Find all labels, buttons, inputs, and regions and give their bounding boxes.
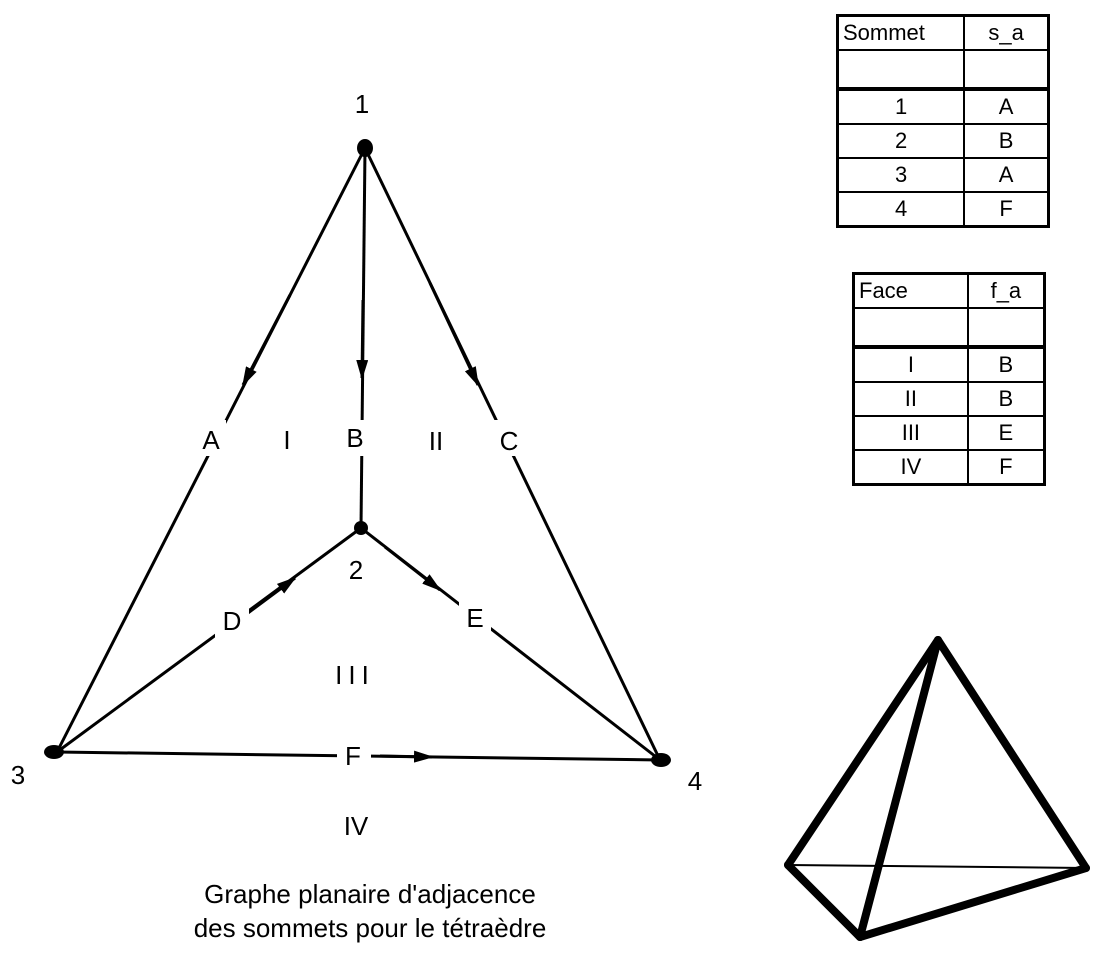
edge-b-arrow xyxy=(356,299,369,380)
edge-f-arrow xyxy=(379,750,434,763)
face-id-cell: I xyxy=(852,345,969,383)
face-table-header-face: Face xyxy=(852,272,969,309)
tetra-edge-apex-left xyxy=(784,636,942,869)
vertex-2-dot xyxy=(354,521,368,535)
edge-label-c: C xyxy=(500,426,519,456)
vertex-edge-cell: A xyxy=(963,157,1050,193)
vertex-label-2: 2 xyxy=(349,555,363,585)
tetra-back-edge xyxy=(787,864,1087,869)
edge-a-arrow xyxy=(241,294,292,387)
tetra-edge-apex-front xyxy=(856,636,942,941)
vertex-id-cell: 4 xyxy=(836,191,966,228)
edge-label-d: D xyxy=(223,606,242,636)
vertex-table-header-sommet: Sommet xyxy=(836,14,966,51)
edge-c-arrow xyxy=(428,282,480,387)
tetra-edge-front-right xyxy=(856,864,1090,941)
edge-a-label-gap xyxy=(196,420,226,456)
face-table-header: Face f_a xyxy=(852,272,1046,309)
vertex-table-header: Sommet s_a xyxy=(836,14,1050,51)
vertex-label-3: 3 xyxy=(11,760,25,790)
face-label-i: I xyxy=(283,425,290,455)
vertex-id-cell: 1 xyxy=(836,87,966,125)
vertex-table-header-sa: s_a xyxy=(963,14,1050,51)
edge-label-e: E xyxy=(466,603,483,633)
face-label-iv: IV xyxy=(344,811,369,841)
table-row: I B xyxy=(852,345,1046,383)
vertex-edge-cell: B xyxy=(963,123,1050,159)
vertex-3-dot xyxy=(44,745,64,759)
vertex-table-blank-cell xyxy=(836,49,966,90)
face-edge-cell: B xyxy=(966,381,1046,417)
table-row: IV F xyxy=(852,449,1046,486)
face-label-ii: II xyxy=(429,426,443,456)
vertex-label-4: 4 xyxy=(688,766,702,796)
table-row: III E xyxy=(852,415,1046,451)
vertex-id-cell: 2 xyxy=(836,123,966,159)
vertex-edge-cell: A xyxy=(963,87,1050,125)
edge-b-label-gap xyxy=(341,420,371,456)
vertex-table-blank-row xyxy=(836,49,1050,90)
vertex-1-dot xyxy=(357,139,373,157)
tetra-edge-apex-right xyxy=(934,636,1090,872)
vertex-table-blank-cell xyxy=(963,49,1050,90)
table-row: 3 A xyxy=(836,157,1050,193)
edge-label-f: F xyxy=(345,741,361,771)
vertex-4-dot xyxy=(651,753,671,767)
caption-line-2: des sommets pour le tétraèdre xyxy=(193,913,547,943)
vertex-edge-cell: F xyxy=(963,191,1050,228)
tetrahedron-drawing xyxy=(784,636,1090,941)
table-row: II B xyxy=(852,381,1046,417)
vertex-table: Sommet s_a 1 A 2 B 3 A 4 F xyxy=(836,14,1050,228)
face-table-blank-cell xyxy=(966,307,1046,348)
face-table-blank-cell xyxy=(852,307,969,348)
edge-d-line xyxy=(56,526,362,754)
vertex-label-1: 1 xyxy=(355,89,369,119)
edge-f-label-gap xyxy=(337,738,371,774)
edge-e-label-gap xyxy=(459,600,491,636)
face-id-cell: IV xyxy=(852,449,969,486)
face-edge-cell: E xyxy=(966,415,1046,451)
face-id-cell: II xyxy=(852,381,969,417)
face-id-cell: III xyxy=(852,415,969,451)
face-edge-cell: F xyxy=(966,449,1046,486)
face-table-header-fa: f_a xyxy=(966,272,1046,309)
face-table: Face f_a I B II B III E IV F xyxy=(852,272,1046,486)
face-table-blank-row xyxy=(852,307,1046,348)
table-row: 2 B xyxy=(836,123,1050,159)
edge-e-arrow xyxy=(384,545,442,592)
edge-c-label-gap xyxy=(494,420,524,456)
edge-label-a: A xyxy=(202,425,220,455)
face-label-iii: III xyxy=(335,660,375,690)
table-row: 4 F xyxy=(836,191,1050,228)
face-edge-cell: B xyxy=(966,345,1046,383)
edge-d-label-gap xyxy=(215,602,249,638)
table-row: 1 A xyxy=(836,87,1050,125)
edge-label-b: B xyxy=(346,423,363,453)
vertex-id-cell: 3 xyxy=(836,157,966,193)
caption-line-1: Graphe planaire d'adjacence xyxy=(204,879,536,909)
tetra-edge-left-front xyxy=(784,861,864,941)
